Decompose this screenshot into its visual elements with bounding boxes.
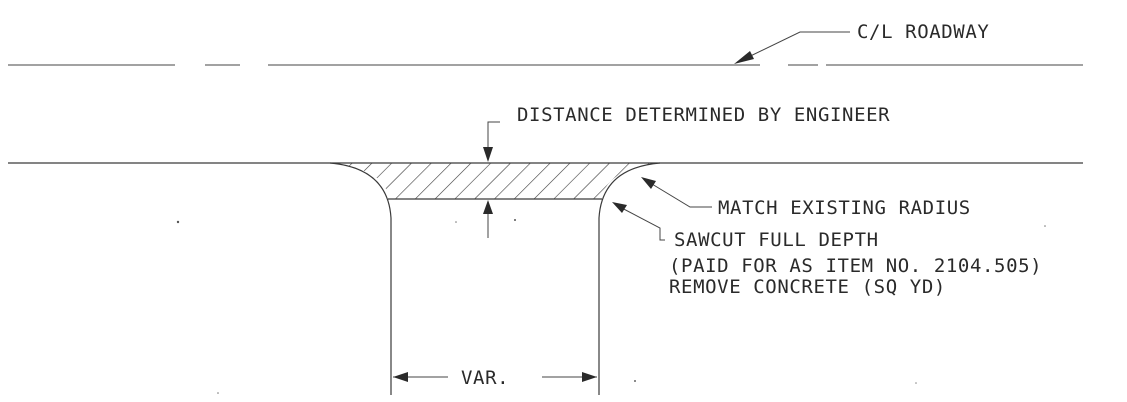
hatched-removal-area bbox=[330, 163, 660, 199]
width-dimension bbox=[393, 372, 597, 382]
centerline-label: C/L ROADWAY bbox=[857, 21, 989, 43]
distance-label: DISTANCE DETERMINED BY ENGINEER bbox=[517, 104, 890, 126]
sawcut-label: SAWCUT FULL DEPTH bbox=[674, 229, 879, 251]
scan-specks bbox=[176, 219, 1046, 394]
distance-dimension bbox=[483, 121, 500, 238]
driveway-right-edge bbox=[598, 162, 661, 395]
paid-for-label: (PAID FOR AS ITEM NO. 2104.505) bbox=[669, 255, 1042, 277]
radius-leader bbox=[641, 177, 712, 208]
centerline-leader bbox=[734, 31, 850, 64]
sawcut-leader bbox=[612, 202, 665, 241]
remove-concrete-label: REMOVE CONCRETE (SQ YD) bbox=[669, 276, 946, 298]
radius-label: MATCH EXISTING RADIUS bbox=[718, 197, 971, 219]
driveway-left-edge bbox=[329, 162, 392, 395]
width-label: VAR. bbox=[461, 367, 509, 389]
